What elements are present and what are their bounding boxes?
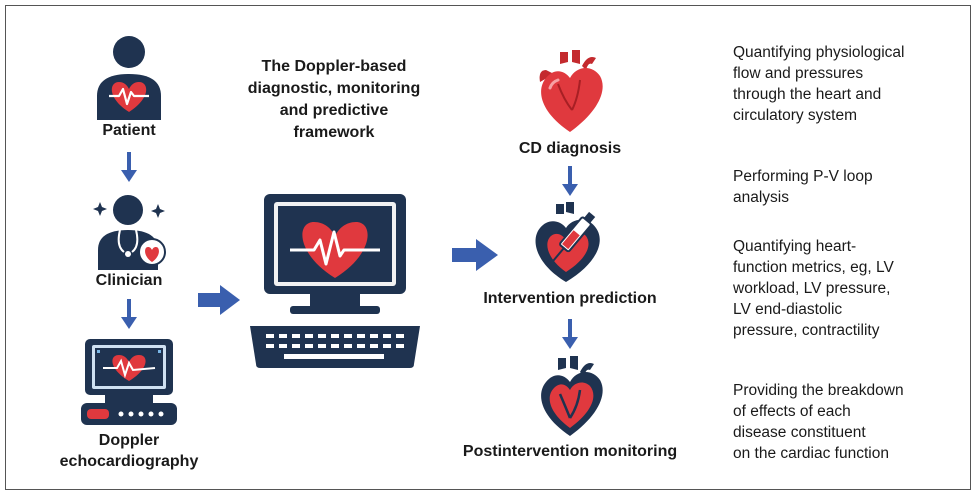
note-line: analysis xyxy=(733,189,789,206)
arrow-down-icon xyxy=(121,152,137,182)
clinician-label: Clinician xyxy=(95,272,163,289)
heart-syringe-icon xyxy=(535,202,600,282)
note-line: Quantifying physiological xyxy=(733,44,905,61)
heart-monitoring-icon xyxy=(541,356,603,436)
note-line: LV end-diastolic xyxy=(733,301,843,318)
note-line: through the heart and xyxy=(733,86,882,103)
anatomical-heart-icon xyxy=(539,50,603,132)
framework-title: The Doppler-based diagnostic, monitoring… xyxy=(234,56,434,144)
note-line: disease constituent xyxy=(733,424,866,441)
note-physiological-flow: Quantifying physiological flow and press… xyxy=(733,42,963,126)
cd-diagnosis-label: CD diagnosis xyxy=(518,140,622,157)
computer-heart-monitor-icon xyxy=(250,194,420,368)
note-line: on the cardiac function xyxy=(733,445,889,462)
title-line-1: The Doppler-based xyxy=(261,58,407,75)
arrow-right-icon xyxy=(452,239,498,271)
diagram-frame: Patient Clinician Dop xyxy=(5,5,971,490)
note-line: Quantifying heart- xyxy=(733,238,857,255)
arrow-right-icon xyxy=(198,285,240,315)
title-line-2: diagnostic, monitoring xyxy=(247,80,421,97)
note-heart-function-metrics: Quantifying heart- function metrics, eg,… xyxy=(733,236,963,341)
arrow-down-icon xyxy=(562,166,578,196)
note-line: Performing P-V loop xyxy=(733,168,873,185)
title-line-4: framework xyxy=(293,124,375,141)
note-disease-breakdown: Providing the breakdown of effects of ea… xyxy=(733,380,963,464)
arrow-down-icon xyxy=(562,319,578,349)
note-line: Providing the breakdown xyxy=(733,382,904,399)
intervention-prediction-label: Intervention prediction xyxy=(483,290,657,307)
note-line: of effects of each xyxy=(733,403,851,420)
doppler-label-line1: Doppler xyxy=(98,432,160,449)
postintervention-monitoring-label: Postintervention monitoring xyxy=(462,443,678,460)
arrow-down-icon xyxy=(121,299,137,329)
doppler-label-line2: echocardiography xyxy=(59,453,199,470)
title-line-3: and predictive xyxy=(279,102,389,119)
patient-label: Patient xyxy=(102,122,156,139)
clinician-stethoscope-icon xyxy=(93,195,166,270)
note-line: circulatory system xyxy=(733,107,858,124)
note-line: workload, LV pressure, xyxy=(733,280,891,297)
note-line: function metrics, eg, LV xyxy=(733,259,894,276)
note-line: flow and pressures xyxy=(733,65,864,82)
note-pv-loop: Performing P-V loop analysis xyxy=(733,166,963,208)
note-line: pressure, contractility xyxy=(733,322,880,339)
patient-heart-icon xyxy=(97,36,161,120)
ultrasound-machine-icon xyxy=(81,339,177,425)
